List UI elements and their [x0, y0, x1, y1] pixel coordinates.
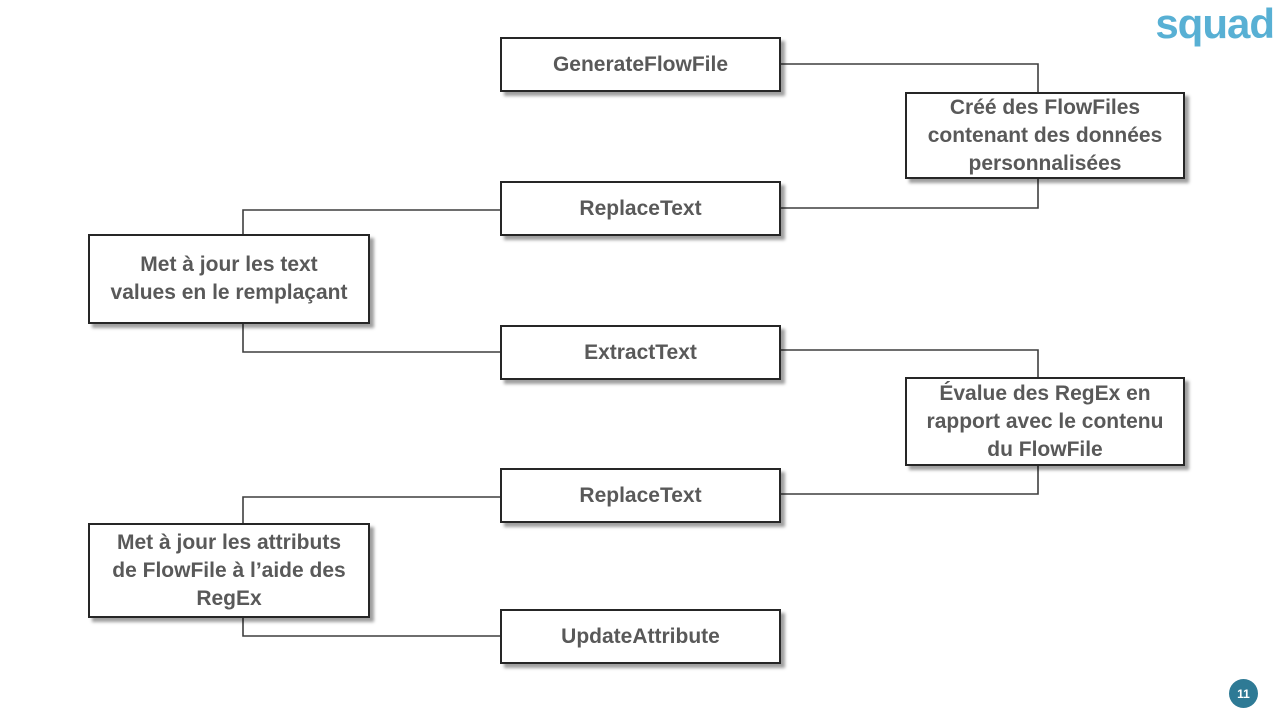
- annotation-box-extracttext: Évalue des RegEx en rapport avec le cont…: [905, 377, 1185, 466]
- annotation-box-generateflowfile: Créé des FlowFiles contenant des données…: [905, 92, 1185, 179]
- processor-label: GenerateFlowFile: [552, 52, 729, 76]
- annotation-box-replacetext-1: Met à jour les text values en le remplaç…: [88, 234, 370, 324]
- annotation-box-replacetext-2: Met à jour les attributs de FlowFile à l…: [88, 523, 370, 618]
- processor-box-replacetext-1: ReplaceText: [500, 181, 781, 236]
- squad-logo: squad: [1155, 0, 1275, 47]
- processor-box-extracttext: ExtractText: [500, 325, 781, 380]
- processor-label: ReplaceText: [579, 483, 702, 507]
- processor-label: ReplaceText: [579, 196, 702, 220]
- annotation-label: Met à jour les attributs de FlowFile à l…: [112, 530, 346, 610]
- page-number-badge: 11: [1229, 679, 1258, 708]
- processor-label: UpdateAttribute: [561, 624, 720, 648]
- annotation-label: Créé des FlowFiles contenant des données…: [927, 95, 1163, 175]
- processor-label: ExtractText: [584, 340, 697, 364]
- annotation-label: Met à jour les text values en le remplaç…: [110, 253, 348, 304]
- processor-box-updateattribute: UpdateAttribute: [500, 609, 781, 664]
- processor-box-replacetext-2: ReplaceText: [500, 468, 781, 523]
- processor-box-generateflowfile: GenerateFlowFile: [500, 37, 781, 92]
- annotation-label: Évalue des RegEx en rapport avec le cont…: [926, 381, 1164, 461]
